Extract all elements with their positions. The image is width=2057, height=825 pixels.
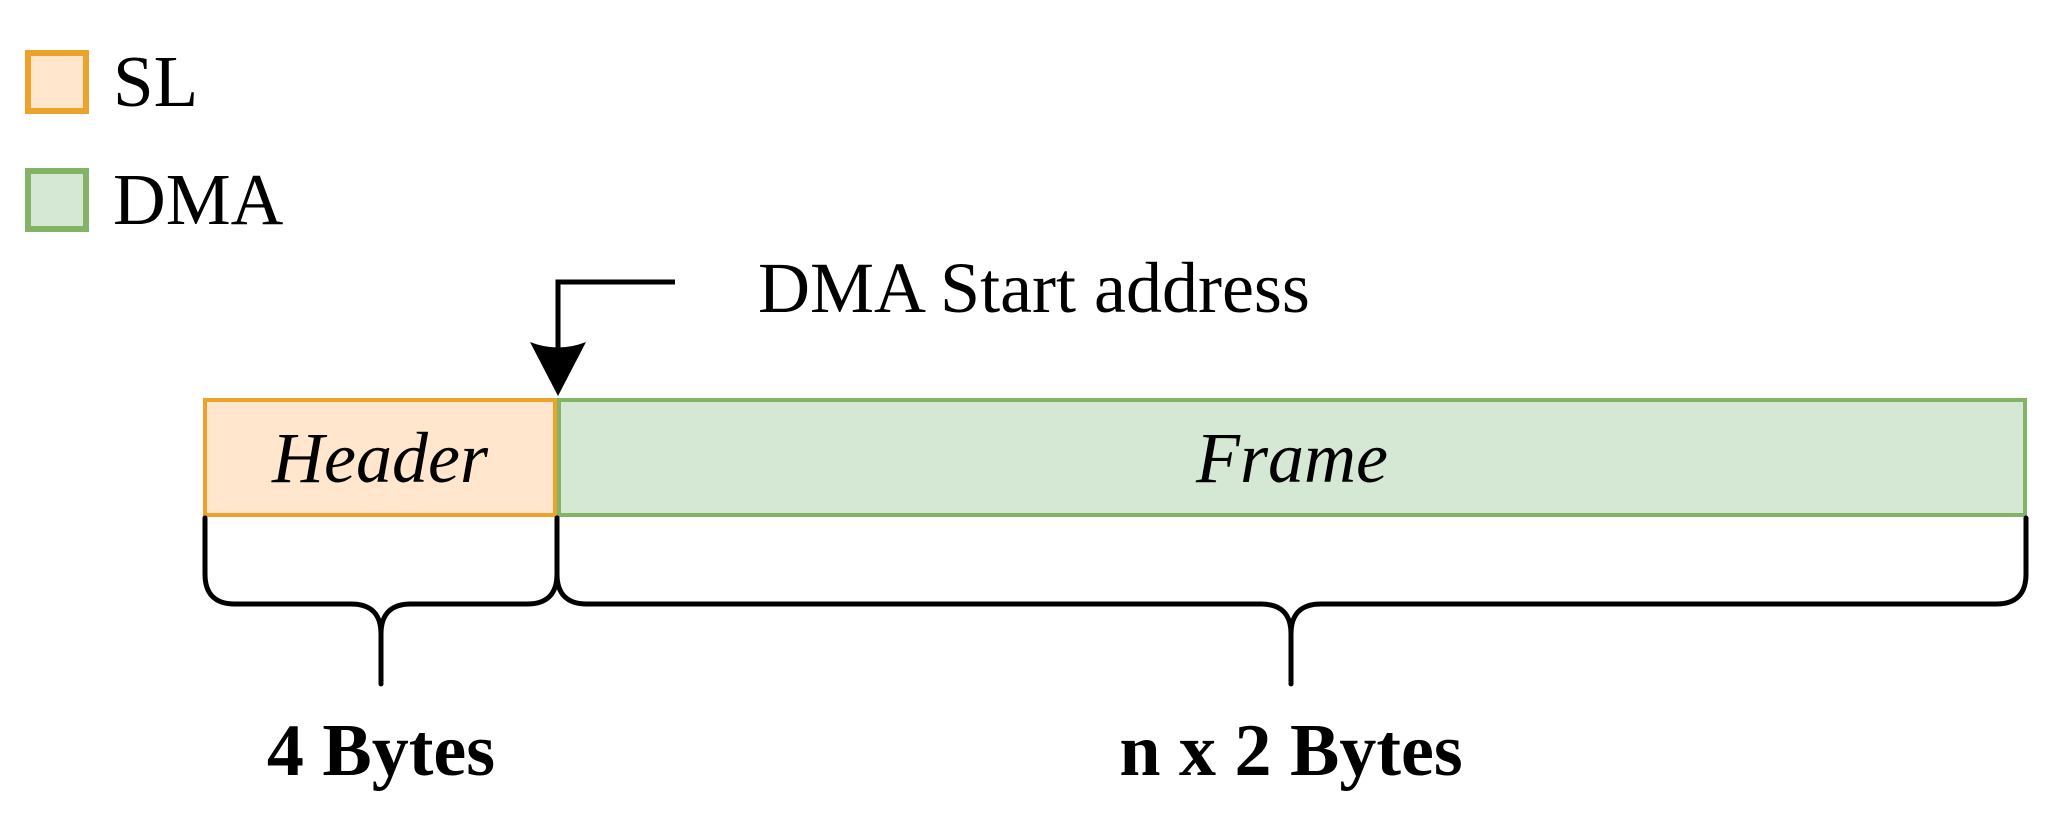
sl-color-swatch xyxy=(25,49,89,114)
frame-brace xyxy=(554,515,2029,687)
header-size-label: 4 Bytes xyxy=(266,710,496,792)
dma-start-arrow xyxy=(530,279,675,396)
header-segment: Header xyxy=(203,398,557,517)
legend-item-dma: DMA xyxy=(25,163,283,236)
header-segment-label: Header xyxy=(272,417,488,498)
frame-size-label: n x 2 Bytes xyxy=(1119,710,1463,792)
header-brace xyxy=(202,515,560,687)
legend-label-sl: SL xyxy=(113,41,199,122)
legend-item-sl: SL xyxy=(25,45,198,118)
frame-segment-label: Frame xyxy=(1196,417,1388,498)
dma-color-swatch xyxy=(25,167,89,232)
dma-start-address-label: DMA Start address xyxy=(758,248,1310,328)
arrowhead-icon xyxy=(530,342,586,396)
frame-segment: Frame xyxy=(557,398,2027,517)
legend-label-dma: DMA xyxy=(113,159,284,240)
